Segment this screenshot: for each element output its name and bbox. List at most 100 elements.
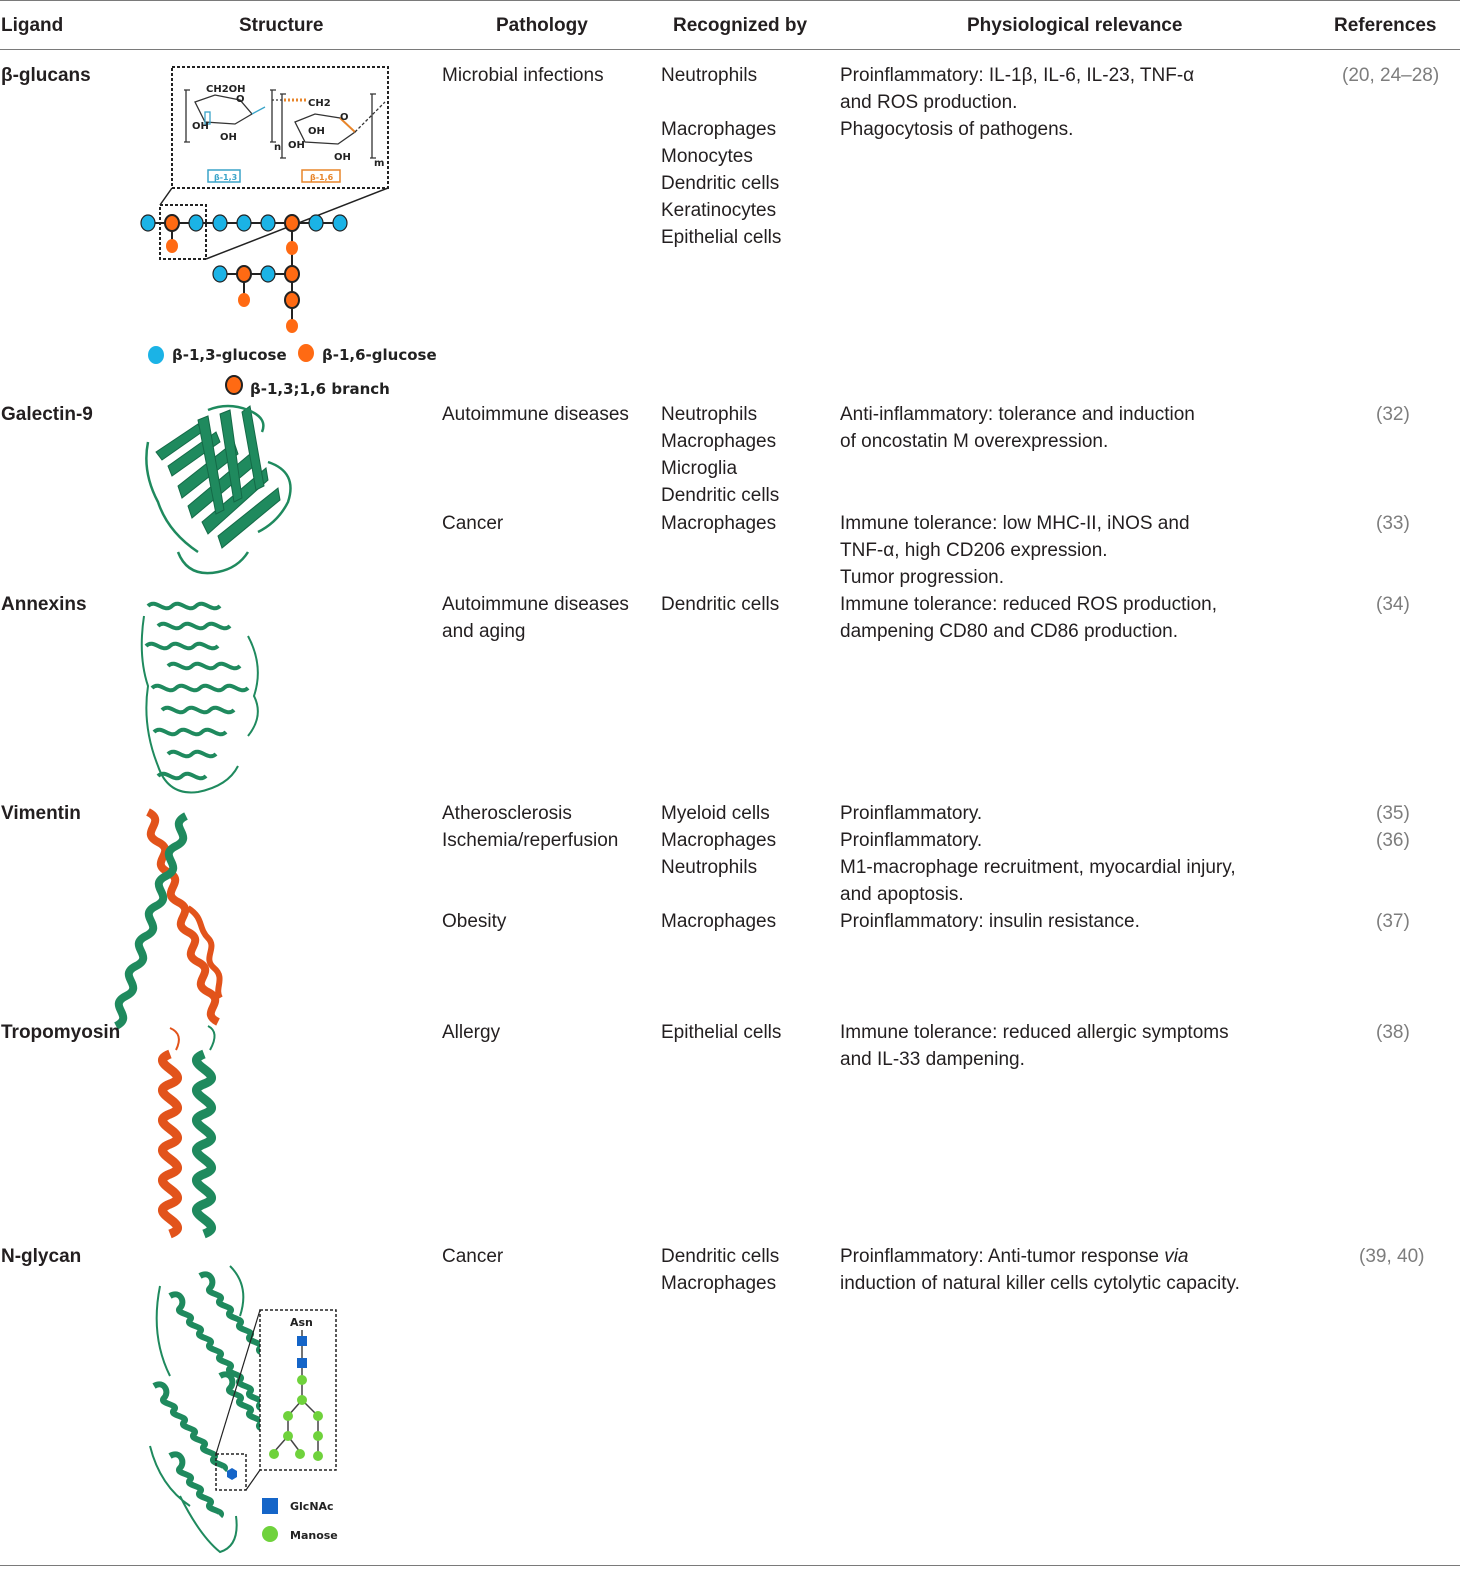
label-o-2: O xyxy=(340,112,349,123)
recognized-b-glucans-1: Neutrophils xyxy=(661,65,758,86)
recognized-vimentin-4: Macrophages xyxy=(661,911,777,932)
relevance-b-glucans-1: Proinflammatory: IL-1β, IL-6, IL-23, TNF… xyxy=(840,65,1195,86)
relevance-galectin-9-2: of oncostatin M overexpression. xyxy=(840,431,1109,452)
references-annexins: (34) xyxy=(1376,594,1410,615)
n-glycan-structure: Asn GlcNAc Manose xyxy=(149,1265,338,1554)
recognized-tropomyosin: Epithelial cells xyxy=(661,1022,782,1043)
label-asn: Asn xyxy=(290,1316,313,1329)
b-glucan-structure-diagram: CH2OH O OH OH n CH2 O OH OH OH m β-1,3 β… xyxy=(140,66,437,398)
recognized-vimentin-3: Neutrophils xyxy=(661,857,758,878)
relevance-galectin-9-5: Tumor progression. xyxy=(840,567,1005,588)
relevance-tropomyosin-2: and IL-33 dampening. xyxy=(840,1049,1025,1070)
legend-branch-marker xyxy=(225,375,243,395)
label-oh-5: OH xyxy=(334,152,351,163)
label-oh-3: OH xyxy=(308,126,325,137)
recognized-galectin-9-1: Neutrophils xyxy=(661,404,758,425)
glucose-ring-b16 xyxy=(272,93,386,159)
relevance-vimentin-3: M1-macrophage recruitment, myocardial in… xyxy=(840,857,1236,878)
pathology-vimentin-2: Ischemia/reperfusion xyxy=(442,830,619,851)
glycan-residues xyxy=(269,1336,323,1461)
references-tropomyosin: (38) xyxy=(1376,1022,1410,1043)
pathology-annexins-1: Autoimmune diseases xyxy=(442,594,629,615)
recognized-vimentin-1: Myeloid cells xyxy=(661,803,770,824)
ligand-tropomyosin: Tropomyosin xyxy=(1,1022,121,1043)
ligand-annexins: Annexins xyxy=(1,594,87,615)
vimentin-structure xyxy=(113,808,223,1030)
recognized-b-glucans-6: Epithelial cells xyxy=(661,227,782,248)
legend-branch: β-1,3;1,6 branch xyxy=(250,380,390,398)
relevance-vimentin-5: Proinflammatory: insulin resistance. xyxy=(840,911,1140,932)
bottom-rule xyxy=(0,1565,1460,1566)
references-n-glycan: (39, 40) xyxy=(1359,1246,1425,1267)
pathology-b-glucans: Microbial infections xyxy=(442,65,604,86)
recognized-vimentin-2: Macrophages xyxy=(661,830,777,851)
label-oh-4: OH xyxy=(288,140,305,151)
pathology-galectin-9-2: Cancer xyxy=(442,513,504,534)
label-ch2: CH2 xyxy=(308,98,331,109)
legend-b13-marker xyxy=(148,346,164,364)
references-vimentin-3: (37) xyxy=(1376,911,1410,932)
references-vimentin-2: (36) xyxy=(1376,830,1410,851)
label-o-1: O xyxy=(236,94,245,105)
ligand-b-glucans: β-glucans xyxy=(1,65,91,86)
ligand-galectin-9: Galectin-9 xyxy=(1,404,93,425)
header-pathology: Pathology xyxy=(496,15,588,36)
label-box-b16: β-1,6 xyxy=(310,173,334,182)
relevance-b-glucans-2: and ROS production. xyxy=(840,92,1018,113)
relevance-vimentin-2: Proinflammatory. xyxy=(840,830,983,851)
recognized-b-glucans-2: Macrophages xyxy=(661,119,777,140)
recognized-n-glycan-2: Macrophages xyxy=(661,1273,777,1294)
recognized-galectin-9-5: Macrophages xyxy=(661,513,777,534)
header-physiological-relevance: Physiological relevance xyxy=(967,15,1183,36)
relevance-tropomyosin-1: Immune tolerance: reduced allergic sympt… xyxy=(840,1022,1229,1043)
label-oh-1: OH xyxy=(192,121,209,132)
relevance-b-glucans-3: Phagocytosis of pathogens. xyxy=(840,119,1074,140)
glucan-chain-residues xyxy=(140,214,348,333)
chain-zoom-box xyxy=(159,204,207,260)
relevance-vimentin-4: and apoptosis. xyxy=(840,884,964,905)
header-rule xyxy=(0,49,1460,50)
relevance-n-glycan-italic: via xyxy=(1164,1246,1189,1267)
references-galectin-9-2: (33) xyxy=(1376,513,1410,534)
relevance-annexins-2: dampening CD80 and CD86 production. xyxy=(840,621,1178,642)
tropomyosin-structure xyxy=(158,1025,216,1239)
recognized-galectin-9-3: Microglia xyxy=(661,458,738,479)
legend-b16-glucose: β-1,6-glucose xyxy=(322,346,437,364)
relevance-galectin-9-1: Anti-inflammatory: tolerance and inducti… xyxy=(840,404,1195,425)
legend-mannose: Manose xyxy=(290,1529,338,1542)
references-galectin-9-1: (32) xyxy=(1376,404,1410,425)
header-structure: Structure xyxy=(239,15,324,36)
recognized-b-glucans-4: Dendritic cells xyxy=(661,173,780,194)
molecule-zoom-box xyxy=(171,66,389,189)
relevance-vimentin-1: Proinflammatory. xyxy=(840,803,983,824)
glycosylation-site-marker xyxy=(227,1468,237,1480)
recognized-n-glycan-1: Dendritic cells xyxy=(661,1246,780,1267)
ligand-n-glycan: N-glycan xyxy=(1,1246,82,1267)
recognized-b-glucans-3: Monocytes xyxy=(661,146,753,167)
header-references: References xyxy=(1334,15,1437,36)
legend-glcnac-marker xyxy=(262,1498,278,1514)
ligand-vimentin: Vimentin xyxy=(1,803,81,824)
header-recognized-by: Recognized by xyxy=(673,15,808,36)
label-box-b13: β-1,3 xyxy=(214,173,237,182)
references-vimentin-1: (35) xyxy=(1376,803,1410,824)
relevance-galectin-9-3: Immune tolerance: low MHC-II, iNOS and xyxy=(840,513,1190,534)
relevance-n-glycan-prefix: Proinflammatory: Anti-tumor response xyxy=(840,1246,1165,1267)
references-b-glucans: (20, 24–28) xyxy=(1342,65,1440,86)
pathology-vimentin-1: Atherosclerosis xyxy=(442,803,572,824)
legend-b13-glucose: β-1,3-glucose xyxy=(172,346,287,364)
header-ligand: Ligand xyxy=(1,15,64,36)
legend-b16-marker xyxy=(298,344,314,362)
pathology-galectin-9-1: Autoimmune diseases xyxy=(442,404,629,425)
label-n: n xyxy=(274,142,281,153)
top-rule xyxy=(0,0,1460,1)
glycosylation-site-box xyxy=(215,1453,247,1491)
label-m: m xyxy=(374,158,384,169)
pathology-n-glycan: Cancer xyxy=(442,1246,504,1267)
glycan-zoom-box xyxy=(259,1309,337,1471)
pathology-vimentin-3: Obesity xyxy=(442,911,507,932)
galectin-9-structure xyxy=(145,404,292,575)
pathology-annexins-2: and aging xyxy=(442,621,526,642)
glucose-ring-b13 xyxy=(184,89,276,143)
recognized-annexins: Dendritic cells xyxy=(661,594,780,615)
